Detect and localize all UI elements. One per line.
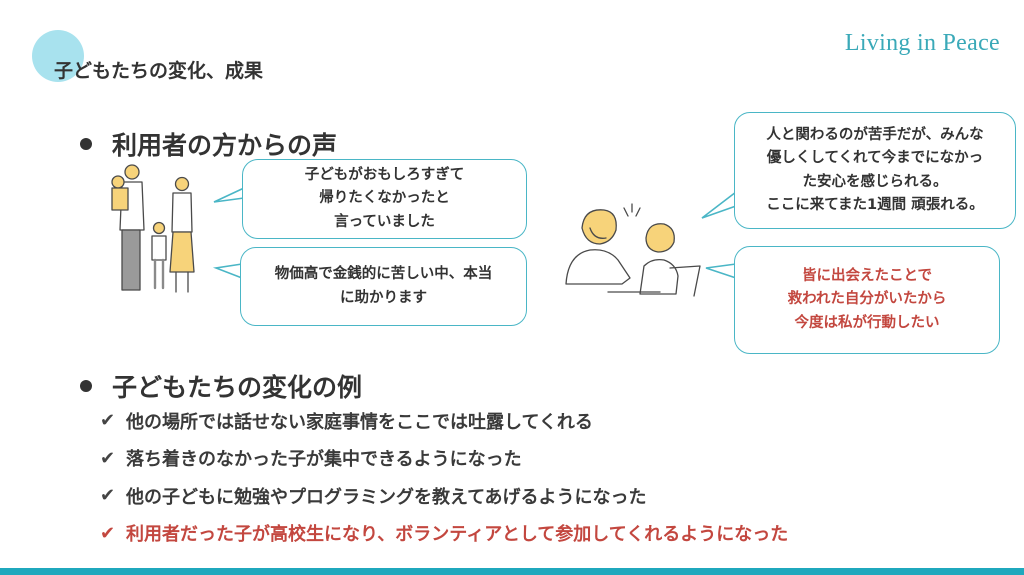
list-item: ✔ 他の場所では話せない家庭事情をここでは吐露してくれる: [100, 402, 788, 440]
changes-heading: 子どもたちの変化の例: [80, 368, 362, 404]
bullet-dot: [80, 380, 92, 392]
page-title: 子どもたちの変化、成果: [54, 60, 264, 82]
conversation-illustration: [565, 203, 701, 297]
list-item: ✔ 落ち着きのなかった子が集中できるようになった: [100, 440, 788, 478]
voices-heading: 利用者の方からの声: [80, 126, 337, 162]
bubble-tail: [213, 187, 245, 203]
voice-bubble-1: 子どもがおもしろすぎて 帰りたくなかったと 言っていました: [242, 159, 527, 239]
bubble-tail: [212, 263, 243, 279]
check-icon: ✔: [100, 522, 116, 544]
bottom-accent-bar: [0, 568, 1024, 575]
list-item-text: 他の子どもに勉強やプログラミングを教えてあげるようになった: [126, 486, 647, 508]
voice-bubble-3: 人と関わるのが苦手だが、みんな 優しくしてくれて今までになかっ た安心を感じられ…: [734, 112, 1016, 229]
changes-heading-text: 子どもたちの変化の例: [112, 373, 363, 402]
brand-logo-text: Living in Peace: [844, 30, 1000, 56]
check-icon: ✔: [100, 485, 116, 507]
voice-bubble-4: 皆に出会えたことで 救われた自分がいたから 今度は私が行動したい: [734, 246, 1000, 354]
list-item-text: 落ち着きのなかった子が集中できるようになった: [126, 449, 522, 471]
check-icon: ✔: [100, 447, 116, 469]
check-icon: ✔: [100, 410, 116, 432]
voice-bubble-2: 物価高で金銭的に苦しい中、本当 に助かります: [240, 247, 527, 326]
bullet-dot: [80, 138, 92, 150]
list-item-text: 他の場所では話せない家庭事情をここでは吐露してくれる: [126, 411, 593, 433]
voices-heading-text: 利用者の方からの声: [112, 131, 338, 160]
title-decoration-circle: [32, 30, 84, 82]
list-item: ✔ 他の子どもに勉強やプログラミングを教えてあげるようになった: [100, 477, 788, 515]
list-item-text: 利用者だった子が高校生になり、ボランティアとして参加してくれるようになった: [126, 524, 789, 546]
bubble-tail: [701, 191, 737, 219]
bubble-tail: [705, 263, 737, 279]
changes-list: ✔ 他の場所では話せない家庭事情をここでは吐露してくれる ✔ 落ち着きのなかった…: [100, 402, 788, 552]
family-illustration: [111, 164, 195, 293]
list-item-highlighted: ✔ 利用者だった子が高校生になり、ボランティアとして参加してくれるようになった: [100, 515, 788, 553]
